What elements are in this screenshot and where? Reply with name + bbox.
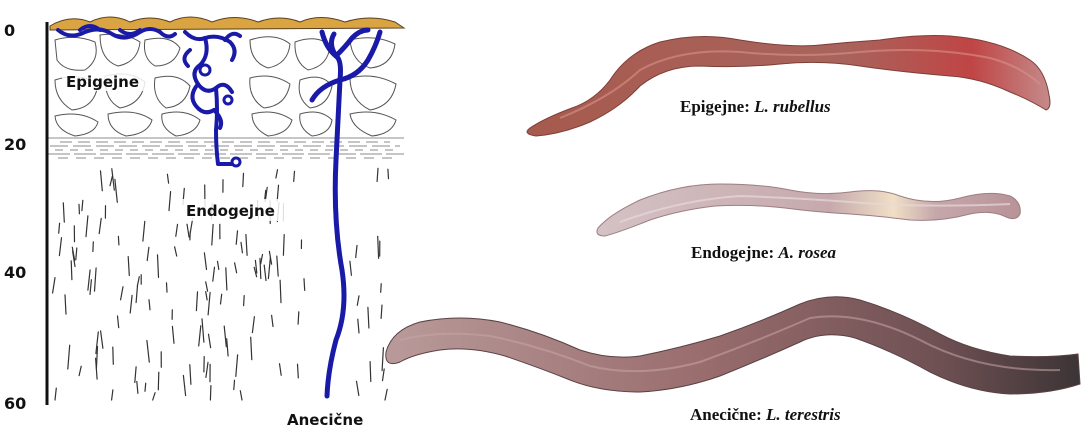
caption-epigeic-species: L. rubellus — [754, 97, 831, 116]
caption-endogeic-group: Endogejne: — [691, 243, 774, 262]
soil-dash — [113, 347, 114, 364]
soil-dash — [167, 283, 168, 292]
soil-dash — [244, 296, 245, 306]
caption-anecic: Anecične: L. terestris — [690, 405, 841, 425]
depth-tick-0: 0 — [4, 21, 15, 40]
soil-dash — [370, 362, 371, 382]
caption-epigeic: Epigejne: L. rubellus — [680, 97, 831, 117]
soil-dash — [298, 312, 299, 324]
depth-tick-20: 20 — [4, 135, 26, 154]
soil-dash — [158, 372, 159, 390]
soil-dash — [118, 236, 119, 245]
soil-dash — [234, 380, 235, 389]
soil-dash — [388, 169, 389, 179]
soil-dash — [283, 235, 284, 256]
depth-tick-40: 40 — [4, 263, 26, 282]
soil-dash — [294, 171, 295, 181]
caption-endogeic-species: A. rosea — [778, 243, 836, 262]
worm-anecic-image — [386, 297, 1080, 394]
epigeic-label: Epigejne — [66, 73, 139, 91]
soil-dash — [210, 386, 211, 400]
caption-epigeic-group: Epigejne: — [680, 97, 750, 116]
anecic-label: Anecične — [287, 411, 363, 429]
soil-dash — [298, 364, 299, 378]
soil-dash — [381, 284, 382, 293]
caption-anecic-group: Anecične: — [690, 405, 762, 424]
soil-dash — [71, 261, 72, 280]
caption-anecic-species: L. terestris — [766, 405, 841, 424]
soil-dash — [304, 279, 305, 291]
worm-endogeic-image — [597, 184, 1020, 236]
worm-epigeic-image — [527, 36, 1050, 137]
endogeic-label: Endogejne — [186, 202, 275, 220]
caption-endogeic: Endogejne: A. rosea — [691, 243, 836, 263]
soil-dash — [243, 173, 244, 186]
depth-axis: 0 20 40 60 — [4, 21, 26, 413]
soil-dash — [145, 383, 146, 391]
depth-tick-60: 60 — [4, 394, 26, 413]
